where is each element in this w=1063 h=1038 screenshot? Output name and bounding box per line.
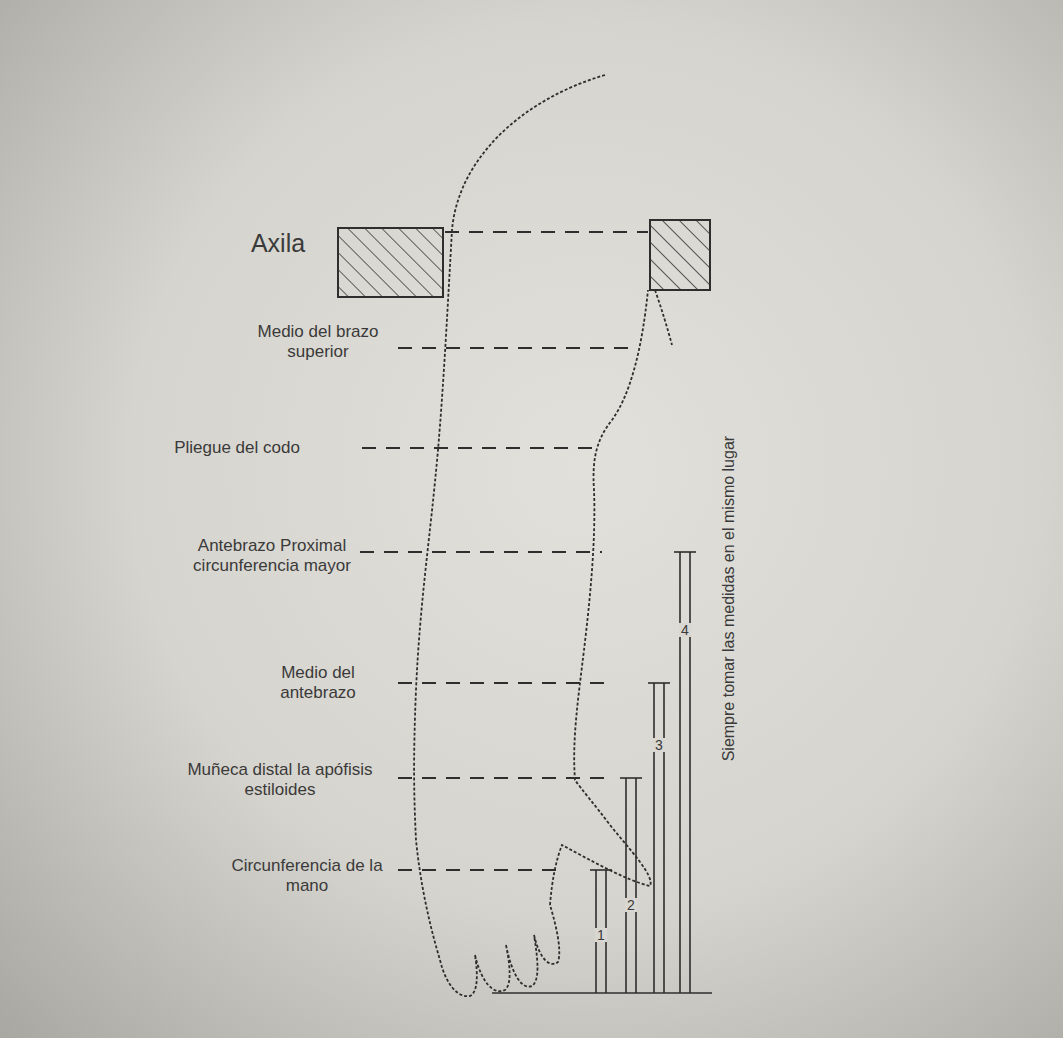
measure-line: [635, 778, 637, 993]
level-line: [398, 869, 566, 871]
axilla-block: [650, 220, 710, 290]
level-line: [362, 447, 592, 449]
baseline: [492, 992, 712, 994]
part-label: Medio del antebrazo: [248, 663, 388, 704]
level-line: [445, 231, 648, 233]
axilla-block: [338, 228, 443, 297]
tick: [674, 551, 696, 553]
level-line: [360, 551, 602, 553]
level-line: [398, 682, 612, 684]
tick: [620, 777, 642, 779]
part-label: Medio del brazo superior: [248, 322, 388, 363]
part-label: Axila: [213, 228, 343, 258]
level-line: [398, 347, 638, 349]
callout-number: 1: [595, 928, 607, 942]
part-label: Antebrazo Proximal circunferencia mayor: [185, 536, 360, 577]
measure-line: [625, 778, 627, 993]
tick: [590, 869, 612, 871]
part-label: Muñeca distal la apófisis estiloides: [175, 760, 385, 801]
arm-outline: [414, 75, 605, 960]
armpit-fold: [655, 290, 672, 345]
callout-number: 4: [679, 623, 691, 637]
measure-line: [663, 683, 665, 993]
callout-number: 2: [625, 898, 637, 912]
measure-line: [653, 683, 655, 993]
tick: [648, 682, 670, 684]
finger-outline: [440, 905, 559, 996]
callout-number: 3: [653, 738, 665, 752]
level-line: [398, 777, 612, 779]
part-label: Pliegue del codo: [122, 438, 352, 458]
vertical-note: Siempre tomar las medidas en el mismo lu…: [719, 435, 738, 760]
measure-line: [679, 552, 681, 993]
measure-line: [689, 552, 691, 993]
part-label: Circunferencia de la mano: [227, 856, 387, 897]
